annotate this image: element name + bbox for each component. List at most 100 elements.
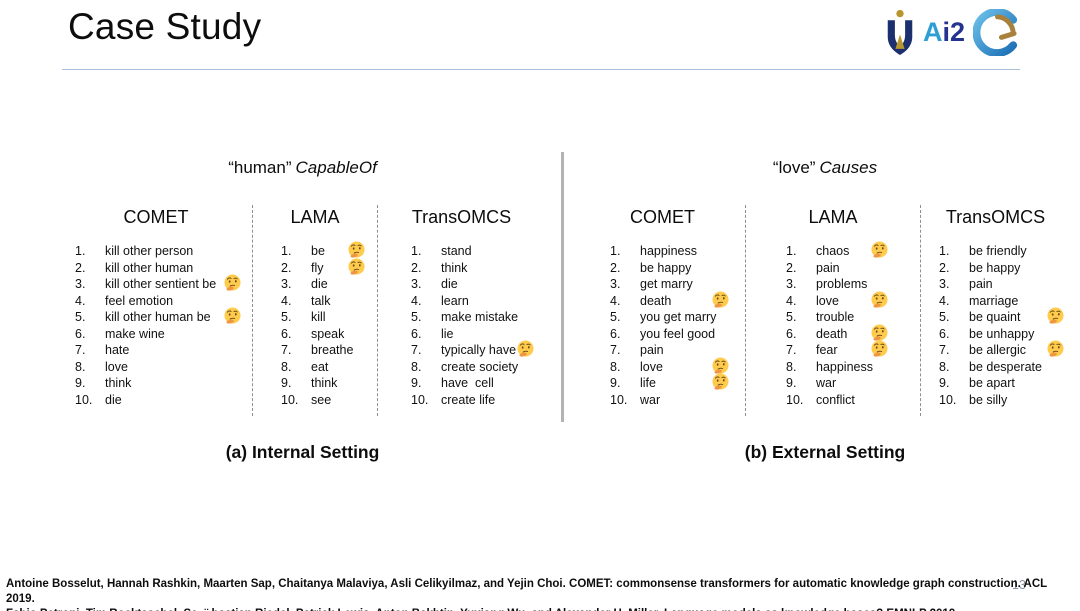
item-text: love [105, 359, 128, 374]
thinking-face-icon [348, 257, 365, 275]
query-relation: CapableOf [295, 158, 377, 177]
item-text: be [311, 244, 325, 258]
item-rank: 9. [281, 376, 292, 390]
list-item: 5.make mistake [411, 309, 545, 326]
item-rank: 8. [786, 359, 797, 374]
item-text: think [105, 376, 132, 390]
list-item: 1. be friendly [939, 243, 1070, 260]
list-item: 2.kill other human [75, 260, 252, 277]
item-text: be allergic [969, 343, 1026, 357]
list-item: 4.love [786, 290, 920, 310]
list-item: 6.you feel good [610, 326, 745, 343]
item-rank: 9. [939, 376, 950, 390]
item-rank: 1. [75, 244, 86, 258]
item-text: kill other sentient be [105, 277, 217, 291]
item-text: think [311, 376, 338, 390]
page-title: Case Study [68, 6, 262, 47]
item-rank: 10. [75, 392, 93, 407]
item-rank: 5. [75, 310, 86, 324]
column-header: COMET [630, 207, 695, 227]
item-rank: 6. [75, 326, 86, 341]
item-rank: 3. [75, 277, 86, 291]
panel-caption: (a) Internal Setting [225, 442, 380, 462]
list-item: 8.love [610, 356, 745, 376]
item-rank: 3. [411, 277, 422, 291]
item-rank: 10. [610, 392, 628, 407]
item-rank: 7. [281, 343, 292, 357]
item-text: be friendly [969, 244, 1027, 258]
citation-footer: Antoine Bosselut, Hannah Rashkin, Maarte… [6, 577, 1074, 611]
list-item: 3. kill other sentient be [75, 274, 252, 293]
list-item: 8.create society [411, 359, 545, 376]
item-rank: 2. [75, 260, 86, 275]
list-item: 4.death [610, 290, 745, 310]
list-item: 1.be [281, 241, 377, 260]
item-text: kill [311, 310, 326, 324]
query-relation: Causes [819, 158, 878, 177]
thinking-face-icon [871, 241, 888, 258]
item-rank: 1. [411, 244, 422, 258]
thinking-face-icon [1047, 340, 1064, 357]
title-underline [62, 69, 1020, 70]
item-text: happiness [640, 244, 697, 258]
ai2-logo: AAi2i2 [922, 16, 965, 47]
item-rank: 1. [786, 244, 797, 258]
column-header: TransOMCS [945, 207, 1046, 227]
circular-g-logo [973, 8, 1018, 56]
item-text: pain [969, 277, 993, 291]
item-rank: 1. [610, 244, 621, 258]
item-text: pain [816, 260, 840, 275]
item-text: be quaint [969, 310, 1021, 324]
panel-external-setting: “love”Causes COMET 1. happiness 2.be happy… [580, 150, 1070, 463]
item-rank: 6. [411, 326, 422, 341]
item-rank: 2. [786, 260, 797, 275]
item-text: war [640, 392, 661, 407]
item-text: chaos [816, 244, 850, 258]
item-rank: 6. [610, 326, 621, 341]
list-item: 10.conflict [786, 392, 920, 409]
item-text: death [816, 326, 848, 341]
panel-internal-setting: “human”CapableOf COMET 1. kill other pers… [60, 150, 545, 463]
logo-group: AAi2i2 [885, 7, 1020, 57]
list-item: 9. think [281, 375, 377, 392]
list-item: 2.be happy [610, 260, 745, 277]
item-rank: 9. [411, 376, 422, 390]
query-subject: “love” [772, 158, 816, 177]
item-text: trouble [816, 310, 855, 324]
list-item: 1. happiness [610, 243, 745, 260]
list-item: 10.be silly [939, 392, 1070, 409]
item-text: hate [105, 343, 130, 357]
list-item: 6.make wine [75, 326, 252, 343]
item-text: speak [311, 326, 345, 341]
item-rank: 4. [411, 293, 422, 308]
list-item: 2.be happy [939, 260, 1070, 277]
item-text: kill other human be [105, 310, 211, 324]
item-text: be desperate [969, 359, 1042, 374]
list-item: 7.fear [786, 340, 920, 359]
list-item: 9.think [75, 375, 252, 392]
thinking-face-icon [712, 373, 729, 390]
item-rank: 1. [939, 244, 950, 258]
item-rank: 9. [610, 376, 621, 390]
list-item: 5. kill other human be [75, 307, 252, 326]
item-rank: 6. [281, 326, 292, 341]
item-text: kill other person [105, 244, 194, 258]
item-text: die [105, 392, 122, 407]
column-header: COMET [123, 207, 189, 227]
item-text: be silly [969, 392, 1008, 407]
list-item: 3.get marry [610, 276, 745, 293]
item-text: happiness [816, 359, 873, 374]
column-header: TransOMCS [411, 207, 512, 227]
panel-query: “human”CapableOf [60, 158, 545, 180]
list-item: 4.marriage [939, 293, 1070, 310]
item-rank: 6. [939, 326, 950, 341]
list-item: 7.typically have [411, 340, 545, 359]
list-item: 8.be desperate [939, 359, 1070, 376]
item-text: death [640, 293, 672, 308]
